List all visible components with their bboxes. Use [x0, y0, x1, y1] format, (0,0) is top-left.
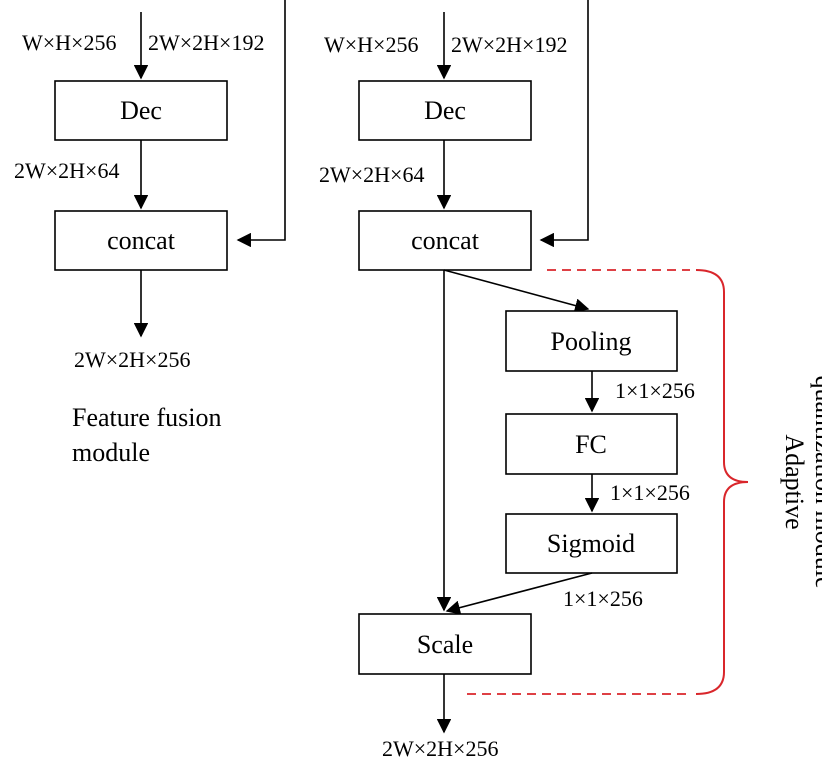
aq-fc-label: FC: [575, 430, 607, 459]
aq-sigmoid-label: Sigmoid: [547, 529, 635, 558]
aq-curly-brace: [695, 269, 749, 695]
ff-output-dim: 2W×2H×256: [74, 347, 190, 372]
aq-scale-label: Scale: [417, 630, 473, 659]
ff-dec-block: Dec: [54, 80, 228, 141]
feature-fusion-module: W×H×256 2W×2H×192 Dec 2W×2H×64 concat 2W…: [14, 0, 286, 467]
aq-sigmoid-block: Sigmoid: [505, 513, 678, 574]
ff-input-dim-left: W×H×256: [22, 30, 116, 55]
ff-caption-line2: module: [72, 438, 150, 467]
aq-dec-block: Dec: [358, 80, 532, 141]
aq-input-dim-right: 2W×2H×192: [451, 32, 567, 57]
aq-input-dim-left: W×H×256: [324, 32, 418, 57]
aq-concat-label: concat: [411, 226, 480, 255]
aq-sigmoid-to-scale-arrow: [445, 572, 593, 615]
aq-pooling-label: Pooling: [551, 327, 632, 356]
aq-fc-block: FC: [505, 413, 678, 475]
aq-fc-out-dim: 1×1×256: [610, 480, 690, 505]
aq-dec-out-dim: 2W×2H×64: [319, 162, 424, 187]
aq-skip-connection: [539, 0, 589, 248]
aq-concat-block: concat: [358, 210, 532, 271]
adaptive-quantization-module: W×H×256 2W×2H×192 Dec 2W×2H×64 concat Po…: [319, 0, 822, 761]
aq-dec-label: Dec: [424, 96, 466, 125]
ff-dec-out-dim: 2W×2H×64: [14, 158, 119, 183]
aq-bracket-label-line2: quantization module: [810, 375, 822, 588]
aq-sigmoid-out-dim: 1×1×256: [563, 586, 643, 611]
aq-scale-block: Scale: [358, 613, 532, 675]
aq-pooling-out-dim: 1×1×256: [615, 378, 695, 403]
ff-concat-block: concat: [54, 210, 228, 271]
aq-bracket-label: Adaptive quantization module: [780, 375, 822, 588]
aq-output-dim: 2W×2H×256: [382, 736, 498, 761]
ff-dec-label: Dec: [120, 96, 162, 125]
ff-concat-label: concat: [107, 226, 176, 255]
ff-skip-connection: [236, 0, 286, 248]
aq-pooling-block: Pooling: [505, 310, 678, 372]
ff-caption-line1: Feature fusion: [72, 403, 221, 432]
aq-concat-to-pooling-arrow: [443, 269, 590, 313]
aq-bracket-label-line1: Adaptive: [780, 434, 809, 529]
ff-input-dim-right: 2W×2H×192: [148, 30, 264, 55]
